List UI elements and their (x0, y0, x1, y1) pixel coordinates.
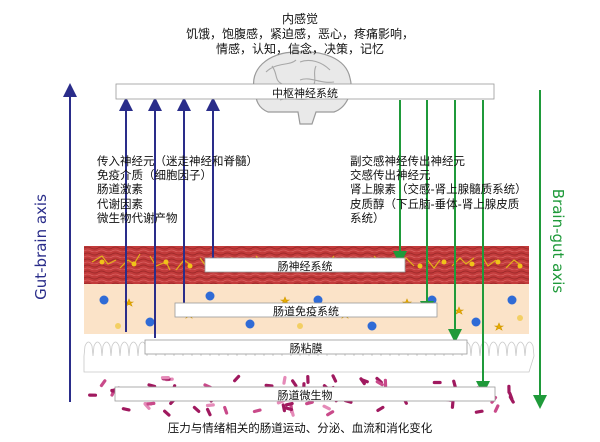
afferent-item: 传入神经元（迷走神经和脊髓） (97, 154, 258, 168)
label-boxes (114, 83, 496, 402)
interoception-title: 内感觉 (281, 12, 318, 26)
microbe-rod (223, 405, 229, 415)
afferent-item: 免疫介质（细胞因子） (97, 168, 212, 183)
microbe-rod (375, 380, 384, 387)
gut-immune-box (174, 302, 438, 318)
microbiota-label: 肠道微生物 (277, 389, 333, 402)
microbe-rod (192, 405, 201, 413)
afferent-item: 微生物代谢产物 (97, 210, 178, 225)
interoception-line-1: 饥饿，饱腹感，紧迫感，恶心，疼痛影响， (185, 27, 414, 41)
efferent-signal-list: 副交感神经传出神经元 交感传出神经元 肾上腺素（交感-肾上腺髓质系统） 皮质醇（… (350, 154, 527, 225)
microbe-rod (508, 395, 515, 404)
microbe-rod (252, 408, 262, 414)
afferent-item: 肠道激素 (97, 182, 143, 197)
microbe-rod (507, 384, 511, 394)
mucosa-box (144, 339, 468, 355)
afferent-item: 代谢因素 (97, 196, 143, 211)
interoception-line-2: 情感，认知，信念，决策，记忆 (215, 42, 384, 56)
efferent-item: 皮质醇（下丘脑-垂体-肾上腺皮质 (350, 196, 520, 211)
microbe-rod (376, 405, 385, 412)
gut-immune-label: 肠道免疫系统 (273, 305, 339, 318)
brain-gut-axis-label: Brain-gut axis (549, 188, 568, 294)
microbe-rod (326, 410, 335, 417)
microbe-rod (359, 377, 366, 386)
microbe-rod (281, 403, 286, 413)
microbe-rod (450, 399, 455, 409)
microbe-rod (282, 375, 287, 385)
microbe-rod (121, 407, 131, 412)
microbe-rod (474, 409, 484, 414)
microbe-rod (291, 379, 298, 388)
afferent-arrows (63, 83, 220, 402)
microbe-rod (284, 401, 294, 407)
gut-brain-axis-label: Gut-brain axis (31, 194, 50, 300)
efferent-item: 副交感神经传出神经元 (350, 154, 465, 168)
footer-caption: 压力与情绪相关的肠道运动、分泌、血流和消化变化 (167, 421, 433, 435)
microbe-rod (306, 374, 310, 384)
microbe-rod (146, 401, 156, 406)
microbe-rod (160, 376, 170, 380)
enteric-nervous-box (204, 257, 406, 273)
microbe-rod (432, 380, 442, 385)
efferent-arrows (393, 90, 547, 409)
microbe-rod (205, 403, 215, 408)
microbe-rod (331, 374, 338, 383)
efferent-item: 肾上腺素（交感-肾上腺髓质系统） (350, 182, 527, 197)
efferent-item: 系统） (350, 210, 385, 225)
microbe-rod (99, 379, 107, 388)
microbe-rod (233, 374, 241, 383)
microbe-rod (493, 404, 500, 413)
enteric-nervous-label: 肠神经系统 (277, 260, 333, 273)
microbe-rod (452, 379, 457, 389)
mucosa-label: 肠粘膜 (289, 342, 323, 355)
microbe-rod (383, 378, 388, 388)
microbe-rod (205, 407, 212, 417)
efferent-item: 交感传出神经元 (350, 168, 431, 183)
microbe-rod (305, 400, 314, 406)
microbe-rod (284, 406, 294, 412)
cns-label: 中枢神经系统 (272, 87, 338, 100)
microbe-rod (88, 393, 98, 397)
microbe-rod (264, 383, 274, 388)
cns-box (115, 83, 495, 100)
microbe-rod (322, 404, 331, 411)
afferent-signal-list: 传入神经元（迷走神经和脊髓） 免疫介质（细胞因子） 肠道激素 代谢因素 微生物代… (97, 154, 258, 225)
microbe-rod (163, 409, 171, 417)
microbiota-box (114, 386, 496, 402)
